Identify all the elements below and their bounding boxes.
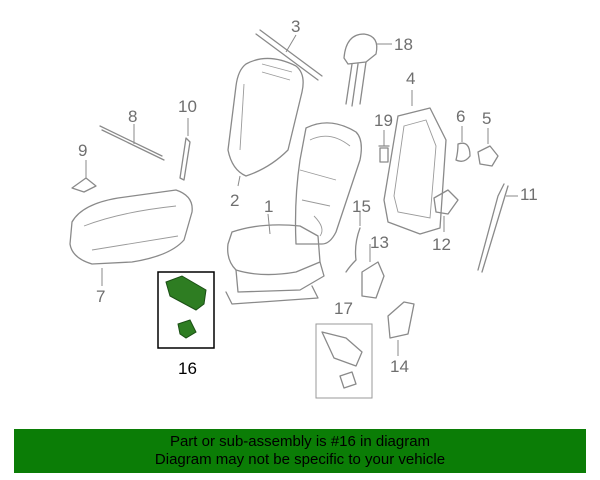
part-13-trim-cover[interactable] (361, 261, 385, 299)
leader-1 (267, 213, 271, 235)
part-5-knob[interactable] (477, 145, 499, 167)
callout-15: 15 (352, 197, 371, 216)
callout-14: 14 (390, 357, 409, 376)
part-17-subassembly[interactable] (315, 323, 373, 399)
callout-10: 10 (178, 97, 197, 116)
callout-3: 3 (291, 17, 300, 36)
part-3-trim-strip[interactable] (255, 29, 323, 81)
callout-17: 17 (334, 299, 353, 318)
part-11-strut-rod[interactable] (477, 183, 509, 273)
part-8-trim-rod[interactable] (99, 125, 165, 161)
part-10-pin[interactable] (179, 137, 191, 181)
part-6-cover[interactable] (455, 142, 471, 162)
part-4-side-panel[interactable] (383, 107, 447, 235)
callout-2: 2 (230, 191, 239, 210)
part-2-seatback-panel[interactable] (227, 57, 304, 177)
callout-8: 8 (128, 107, 137, 126)
part-16-clip (177, 319, 197, 339)
part-15-wire[interactable] (345, 227, 361, 273)
part-19-bolt[interactable] (378, 145, 390, 163)
part-12-clip[interactable] (433, 189, 459, 215)
callout-9: 9 (78, 141, 87, 160)
part-info-banner: Part or sub-assembly is #16 in diagram D… (14, 429, 586, 473)
callout-19: 19 (374, 111, 393, 130)
part-1-seat-assembly[interactable] (225, 122, 362, 305)
callout-12: 12 (432, 235, 451, 254)
callout-13: 13 (370, 233, 389, 252)
part-16-cover (165, 275, 207, 311)
callout-5: 5 (482, 109, 491, 128)
callout-11: 11 (520, 185, 538, 204)
part-9-bracket[interactable] (71, 177, 97, 193)
leader-2 (237, 175, 241, 187)
part-18-headrest[interactable] (343, 33, 378, 107)
callout-4: 4 (406, 69, 415, 88)
part-7-seat-cushion[interactable] (69, 189, 193, 265)
callout-1: 1 (264, 197, 273, 216)
subassembly-17-frame (315, 323, 373, 399)
banner-line-1: Part or sub-assembly is #16 in diagram (169, 433, 431, 450)
callout-6: 6 (456, 107, 465, 126)
callout-7: 7 (96, 287, 105, 306)
part-16-highlighted-subassembly[interactable] (157, 271, 215, 349)
banner-line-2: Diagram may not be specific to your vehi… (154, 451, 446, 468)
part-14-side-trim[interactable] (387, 301, 415, 339)
callout-16: 16 (178, 359, 197, 378)
callout-18: 18 (394, 35, 413, 54)
leader-3 (285, 34, 297, 53)
